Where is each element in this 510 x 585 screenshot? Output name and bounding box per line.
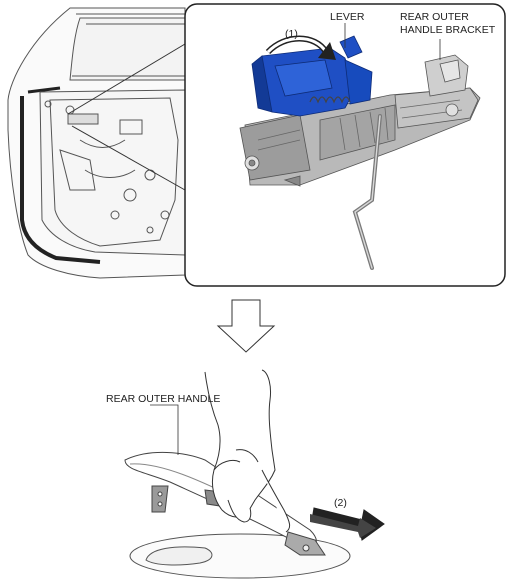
step-2-label: (2) xyxy=(334,497,347,509)
step-1-label: (1) xyxy=(285,28,298,40)
lever-label: LEVER xyxy=(330,11,365,23)
curved-arrow-icon xyxy=(265,35,336,60)
bracket-label-line1: REAR OUTER xyxy=(400,11,469,23)
callout-lines xyxy=(67,43,186,191)
door-panel-cavity xyxy=(129,533,351,579)
bracket-label-line2: HANDLE BRACKET xyxy=(400,24,496,36)
lever xyxy=(251,35,373,117)
hand-illustration xyxy=(204,369,291,533)
block-arrow-icon xyxy=(310,507,385,541)
spring xyxy=(309,96,351,104)
leader-lines xyxy=(344,23,441,60)
rear-door-illustration xyxy=(7,7,186,279)
rear-outer-handle-bracket xyxy=(239,54,481,187)
handle-leader-line xyxy=(150,404,179,455)
down-arrow-outline-icon xyxy=(216,299,276,353)
rear-outer-handle-label: REAR OUTER HANDLE xyxy=(106,393,220,405)
